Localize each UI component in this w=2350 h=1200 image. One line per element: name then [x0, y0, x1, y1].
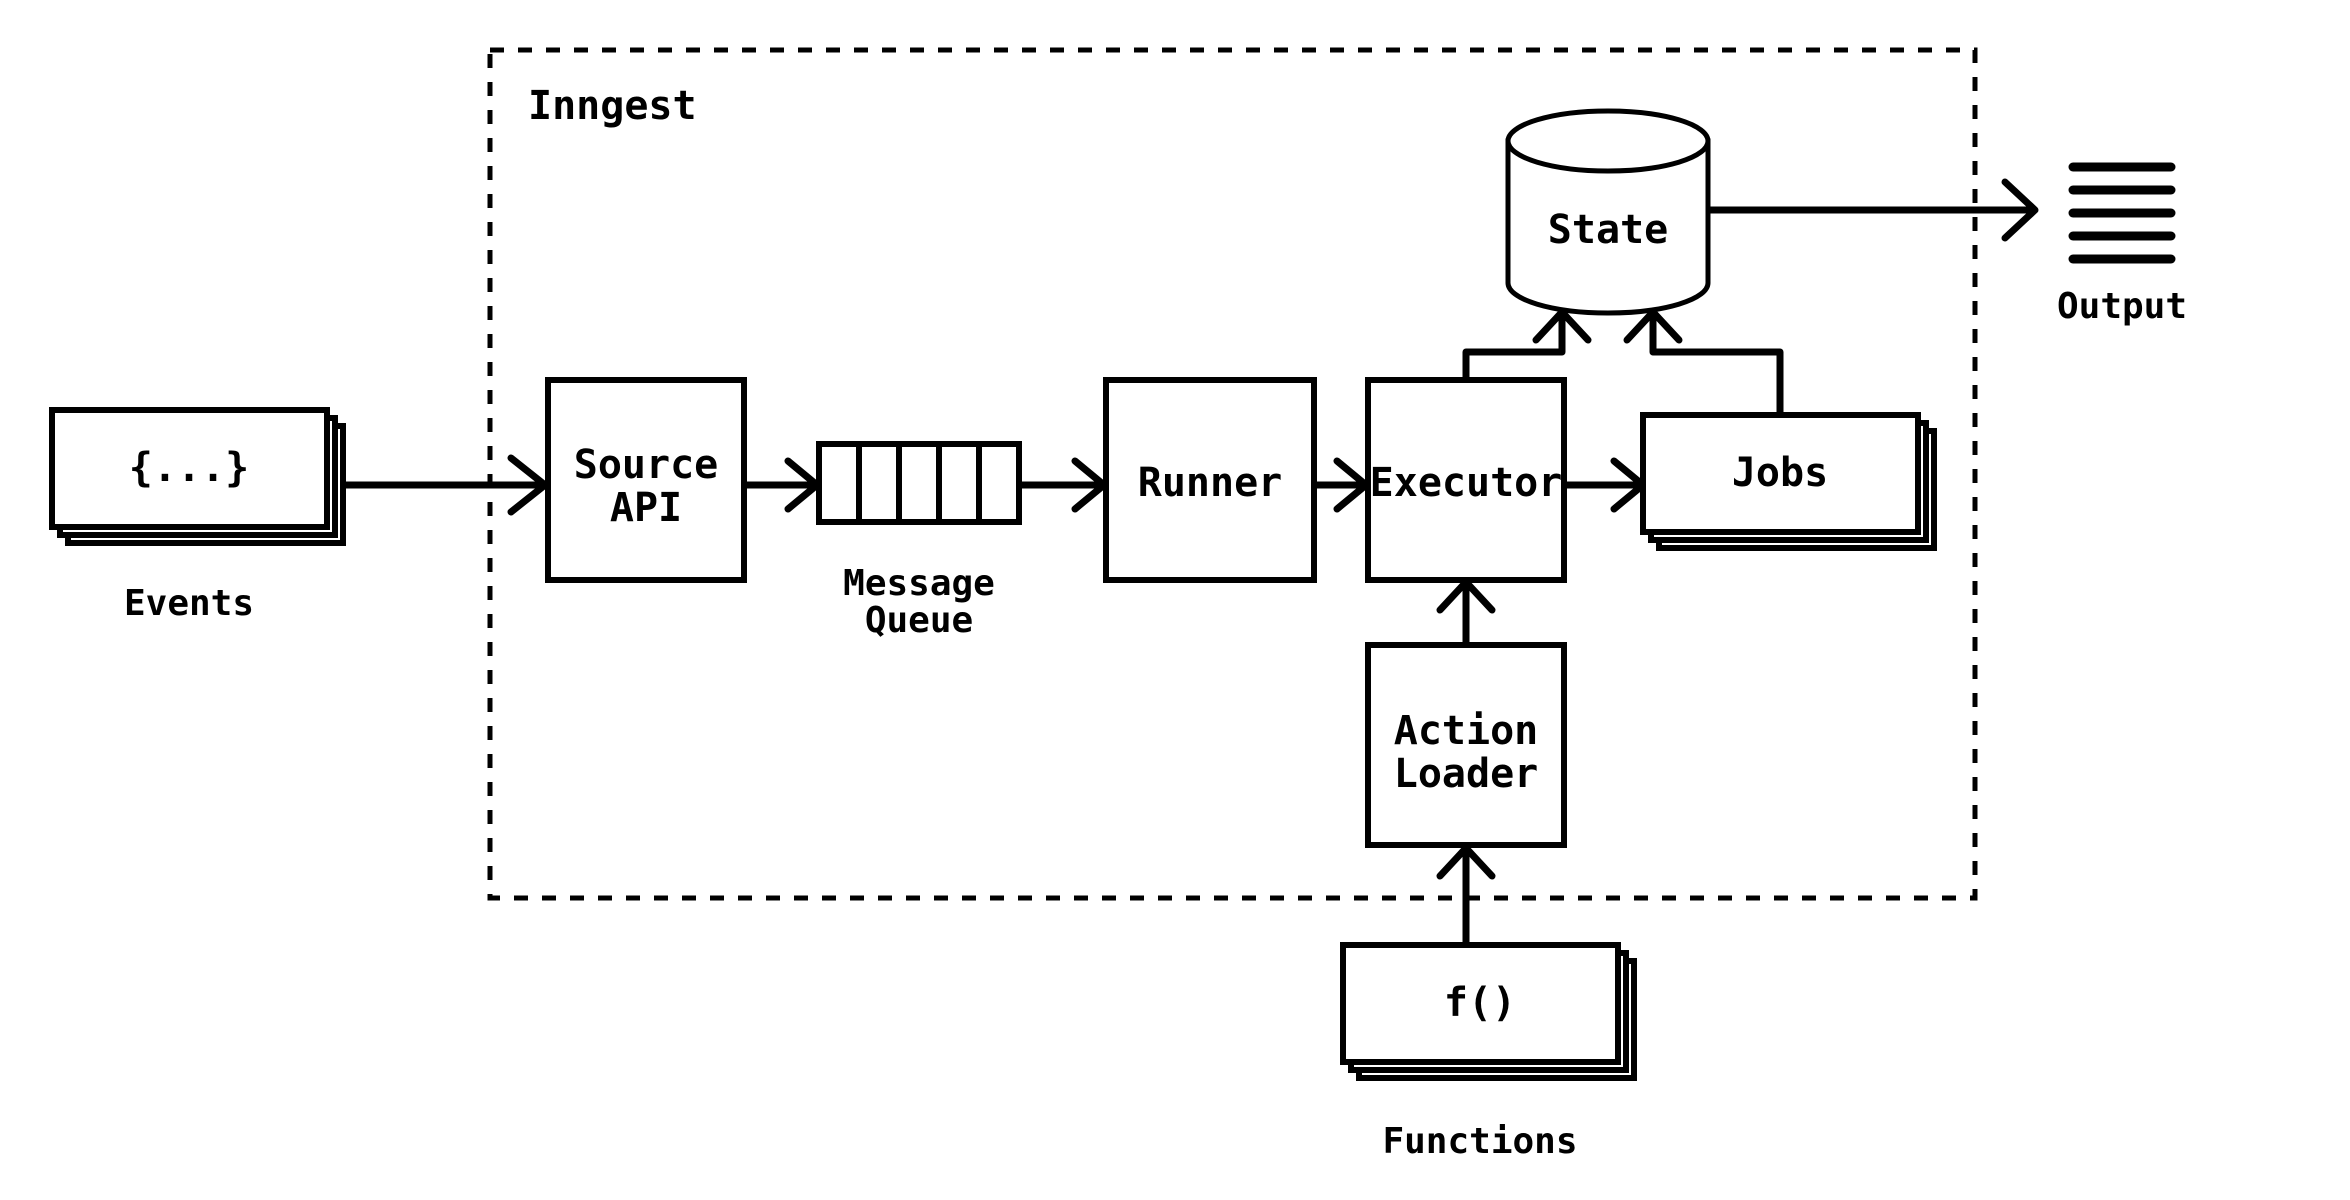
source-api-label-line2: API: [610, 485, 682, 531]
inngest-group-label: Inngest: [528, 83, 697, 129]
runner-box: [1103, 377, 1317, 583]
edge-jobs-to-state: [1623, 308, 1784, 415]
edge-events-to-source-api: [343, 454, 549, 516]
functions-label: f(): [1444, 980, 1516, 1026]
edge-runner-to-executor: [1314, 457, 1370, 513]
action-loader-box: [1365, 642, 1567, 848]
edge-executor-to-state: [1462, 308, 1592, 380]
events-node[interactable]: {...}: [49, 407, 346, 546]
events-caption: Events: [124, 583, 254, 624]
inngest-group-boundary: [487, 47, 1978, 901]
message-queue-node[interactable]: [816, 441, 1022, 525]
executor-node[interactable]: Executor: [1365, 377, 1567, 583]
state-node[interactable]: State: [1505, 108, 1711, 316]
source-api-box: [545, 377, 747, 583]
message-queue-caption-line1: Message: [843, 563, 995, 604]
message-queue-caption-line2: Queue: [865, 600, 973, 641]
executor-box: [1365, 377, 1567, 583]
jobs-card-front: [1640, 412, 1921, 535]
action-loader-node[interactable]: Action Loader: [1365, 642, 1567, 848]
edge-source-api-to-message-queue: [744, 457, 821, 513]
functions-node[interactable]: f(): [1340, 942, 1637, 1081]
edge-message-queue-to-runner: [1019, 457, 1108, 513]
edge-action-loader-to-executor: [1436, 578, 1496, 645]
jobs-node[interactable]: Jobs: [1640, 412, 1937, 551]
runner-label: Runner: [1138, 460, 1283, 506]
edge-state-to-output: [1706, 178, 2039, 242]
state-cylinder-top: [1505, 108, 1711, 174]
source-api-label-line1: Source: [574, 442, 719, 488]
jobs-label: Jobs: [1732, 450, 1828, 496]
functions-card-front: [1340, 942, 1621, 1065]
events-label: {...}: [129, 445, 249, 491]
output-caption: Output: [2057, 286, 2187, 327]
output-node[interactable]: [2068, 162, 2176, 264]
executor-label: Executor: [1370, 460, 1563, 506]
functions-caption: Functions: [1382, 1121, 1577, 1162]
events-card-front: [49, 407, 330, 530]
source-api-node[interactable]: Source API: [545, 377, 747, 583]
edge-functions-to-action-loader: [1436, 844, 1496, 945]
edge-executor-to-jobs: [1564, 457, 1647, 513]
action-loader-label-line2: Loader: [1394, 751, 1539, 797]
action-loader-label-line1: Action: [1394, 708, 1539, 754]
message-queue-box: [816, 441, 1022, 525]
state-label: State: [1548, 207, 1668, 253]
runner-node[interactable]: Runner: [1103, 377, 1317, 583]
state-cylinder-body: [1505, 138, 1711, 316]
